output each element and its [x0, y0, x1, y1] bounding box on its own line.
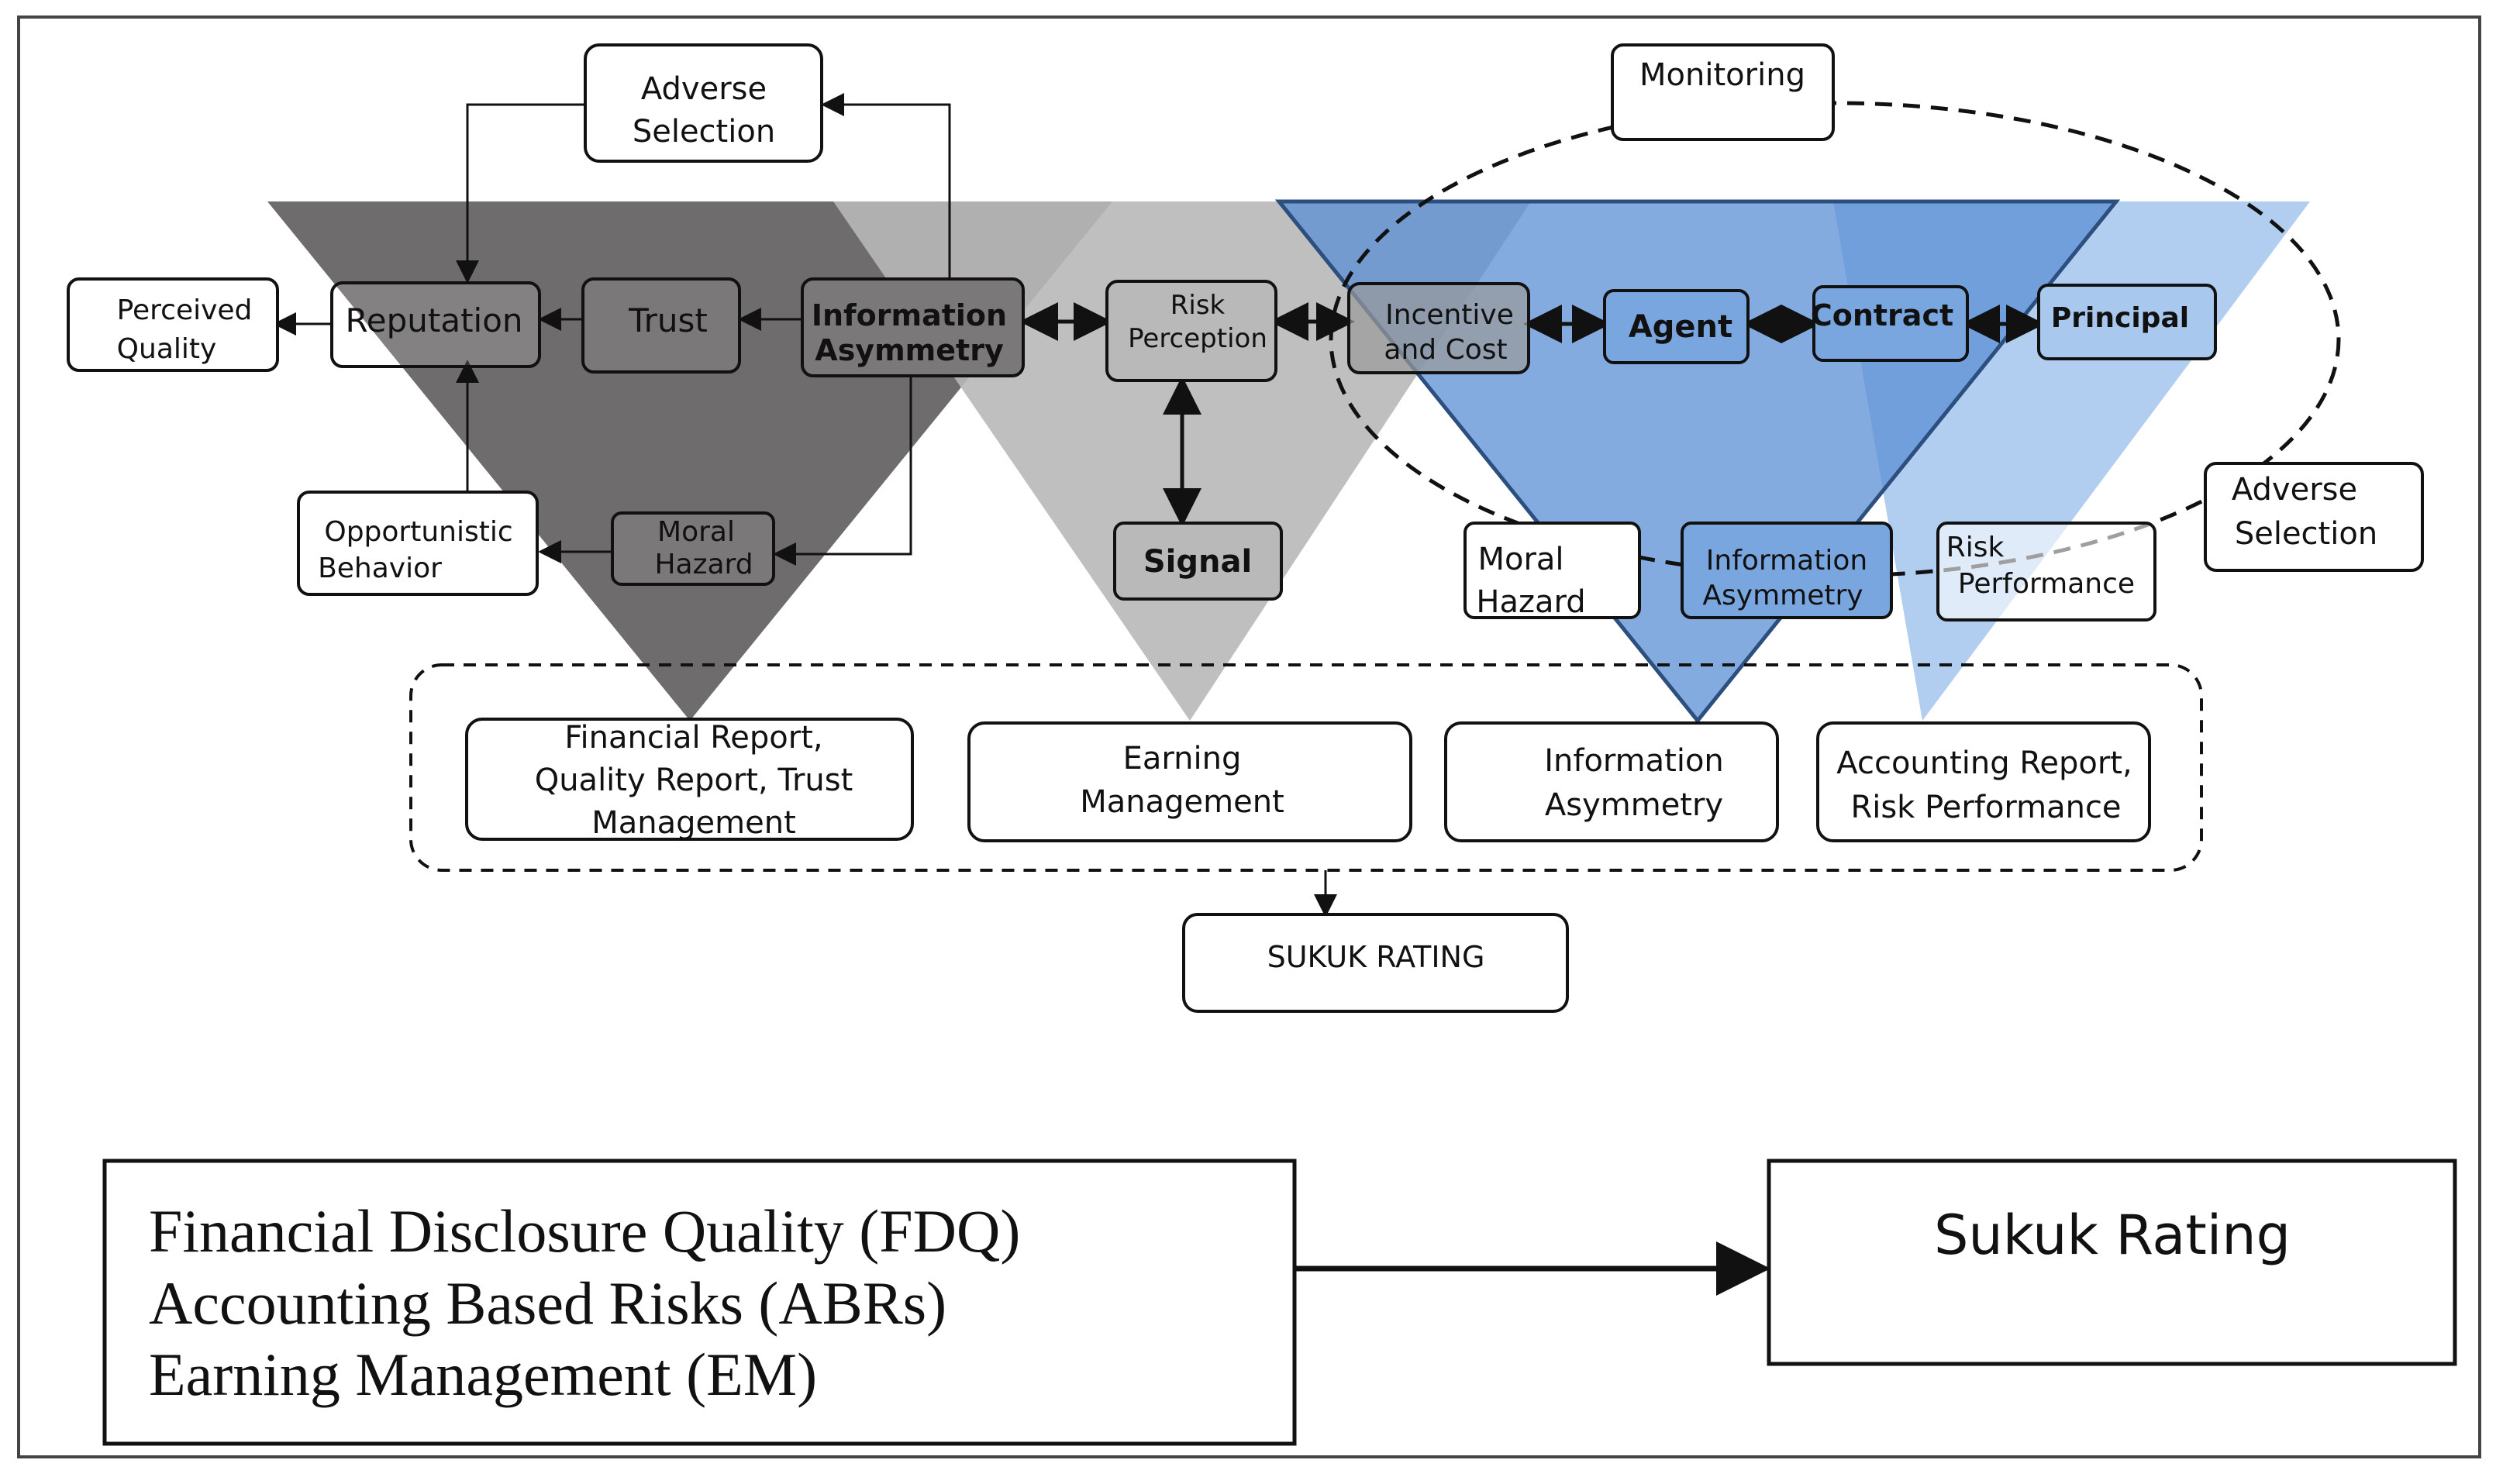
- outer-frame: [17, 15, 2481, 1458]
- svg-text:Monitoring: Monitoring: [1639, 57, 1805, 93]
- sukuk-rating-small-box: SUKUK RATING: [1182, 913, 1569, 1013]
- svg-text:Opportunistic: Opportunistic: [324, 516, 512, 548]
- svg-text:Perception: Perception: [1128, 323, 1267, 354]
- svg-text:Financial Report,: Financial Report,: [564, 720, 822, 756]
- svg-text:Signal: Signal: [1143, 544, 1252, 580]
- svg-text:Trust: Trust: [628, 301, 708, 339]
- svg-text:Performance: Performance: [1958, 568, 2135, 600]
- risk-performance-box: Risk Performance: [1936, 522, 2156, 621]
- svg-text:Information: Information: [812, 298, 1007, 332]
- svg-text:Selection: Selection: [633, 114, 775, 150]
- accounting-report-box: Accounting Report, Risk Performance: [1816, 721, 2151, 842]
- svg-text:Hazard: Hazard: [1476, 584, 1585, 620]
- trust-box: Trust: [581, 277, 741, 374]
- svg-text:Risk: Risk: [1170, 290, 1226, 321]
- information-asymmetry-box-top: Information Asymmetry: [801, 277, 1025, 377]
- svg-text:Asymmetry: Asymmetry: [815, 333, 1004, 367]
- svg-text:Management: Management: [1080, 784, 1284, 820]
- svg-text:Financial Disclosure Quality (: Financial Disclosure Quality (FDQ): [149, 1197, 1020, 1265]
- svg-text:Adverse: Adverse: [641, 71, 767, 107]
- earning-management-box: Earning Management: [967, 721, 1412, 842]
- svg-text:Reputation: Reputation: [345, 301, 522, 339]
- signal-box: Signal: [1113, 522, 1283, 601]
- svg-text:Sukuk Rating: Sukuk Rating: [1934, 1203, 2291, 1267]
- svg-text:Asymmetry: Asymmetry: [1702, 580, 1863, 611]
- adverse-selection-box-right: Adverse Selection: [2204, 462, 2424, 572]
- principal-box: Principal: [2037, 284, 2217, 360]
- monitoring-box: Monitoring: [1611, 43, 1835, 141]
- financial-report-box: Financial Report, Quality Report, Trust …: [465, 718, 914, 841]
- svg-text:Moral: Moral: [1477, 542, 1563, 577]
- svg-text:Asymmetry: Asymmetry: [1545, 787, 1723, 823]
- contract-box: Contract: [1811, 285, 1969, 362]
- perceived-quality-box: Perceived Quality: [67, 277, 279, 372]
- svg-text:Agent: Agent: [1629, 309, 1732, 345]
- svg-text:Information: Information: [1706, 545, 1867, 577]
- agent-box: Agent: [1603, 289, 1750, 364]
- svg-text:Accounting Report,: Accounting Report,: [1836, 745, 2132, 781]
- svg-text:Behavior: Behavior: [318, 553, 442, 584]
- sukuk-rating-outcome-box: Sukuk Rating: [1767, 1159, 2457, 1366]
- svg-text:Incentive: Incentive: [1385, 299, 1514, 331]
- svg-text:Earning: Earning: [1123, 741, 1242, 776]
- svg-text:SUKUK RATING: SUKUK RATING: [1267, 940, 1485, 974]
- variables-box: Financial Disclosure Quality (FDQ) Accou…: [102, 1159, 1297, 1446]
- svg-text:Information: Information: [1544, 743, 1724, 779]
- svg-text:Quality Report, Trust: Quality Report, Trust: [535, 763, 853, 798]
- svg-text:Contract: Contract: [1811, 298, 1953, 332]
- svg-text:and Cost: and Cost: [1384, 334, 1507, 366]
- svg-text:Accounting Based Risks (ABRs): Accounting Based Risks (ABRs): [149, 1269, 946, 1337]
- svg-text:Selection: Selection: [2235, 516, 2377, 552]
- svg-text:Quality: Quality: [117, 333, 217, 365]
- incentive-cost-box: Incentive and Cost: [1347, 282, 1530, 374]
- reputation-box: Reputation: [330, 281, 541, 368]
- information-asymmetry-box-bottom: Information Asymmetry: [1444, 721, 1779, 842]
- opportunistic-behavior-box: Opportunistic Behavior: [297, 491, 539, 596]
- svg-text:Risk: Risk: [1946, 532, 2005, 563]
- svg-text:Earning Management (EM): Earning Management (EM): [149, 1341, 817, 1408]
- svg-text:Risk Performance: Risk Performance: [1850, 790, 2121, 825]
- svg-text:Management: Management: [591, 805, 796, 841]
- moral-hazard-box-right: Moral Hazard: [1463, 522, 1641, 620]
- adverse-selection-box-top: Adverse Selection: [584, 43, 823, 163]
- svg-text:Adverse: Adverse: [2232, 472, 2357, 508]
- svg-text:Perceived: Perceived: [117, 294, 253, 326]
- outcomes-group: [409, 663, 2203, 872]
- svg-text:Moral: Moral: [657, 516, 735, 548]
- risk-perception-box: Risk Perception: [1105, 280, 1277, 382]
- svg-text:Principal: Principal: [2051, 302, 2189, 334]
- moral-hazard-box-left: Moral Hazard: [611, 511, 775, 586]
- information-asymmetry-box-right: Information Asymmetry: [1681, 522, 1893, 619]
- svg-text:Hazard: Hazard: [654, 549, 753, 580]
